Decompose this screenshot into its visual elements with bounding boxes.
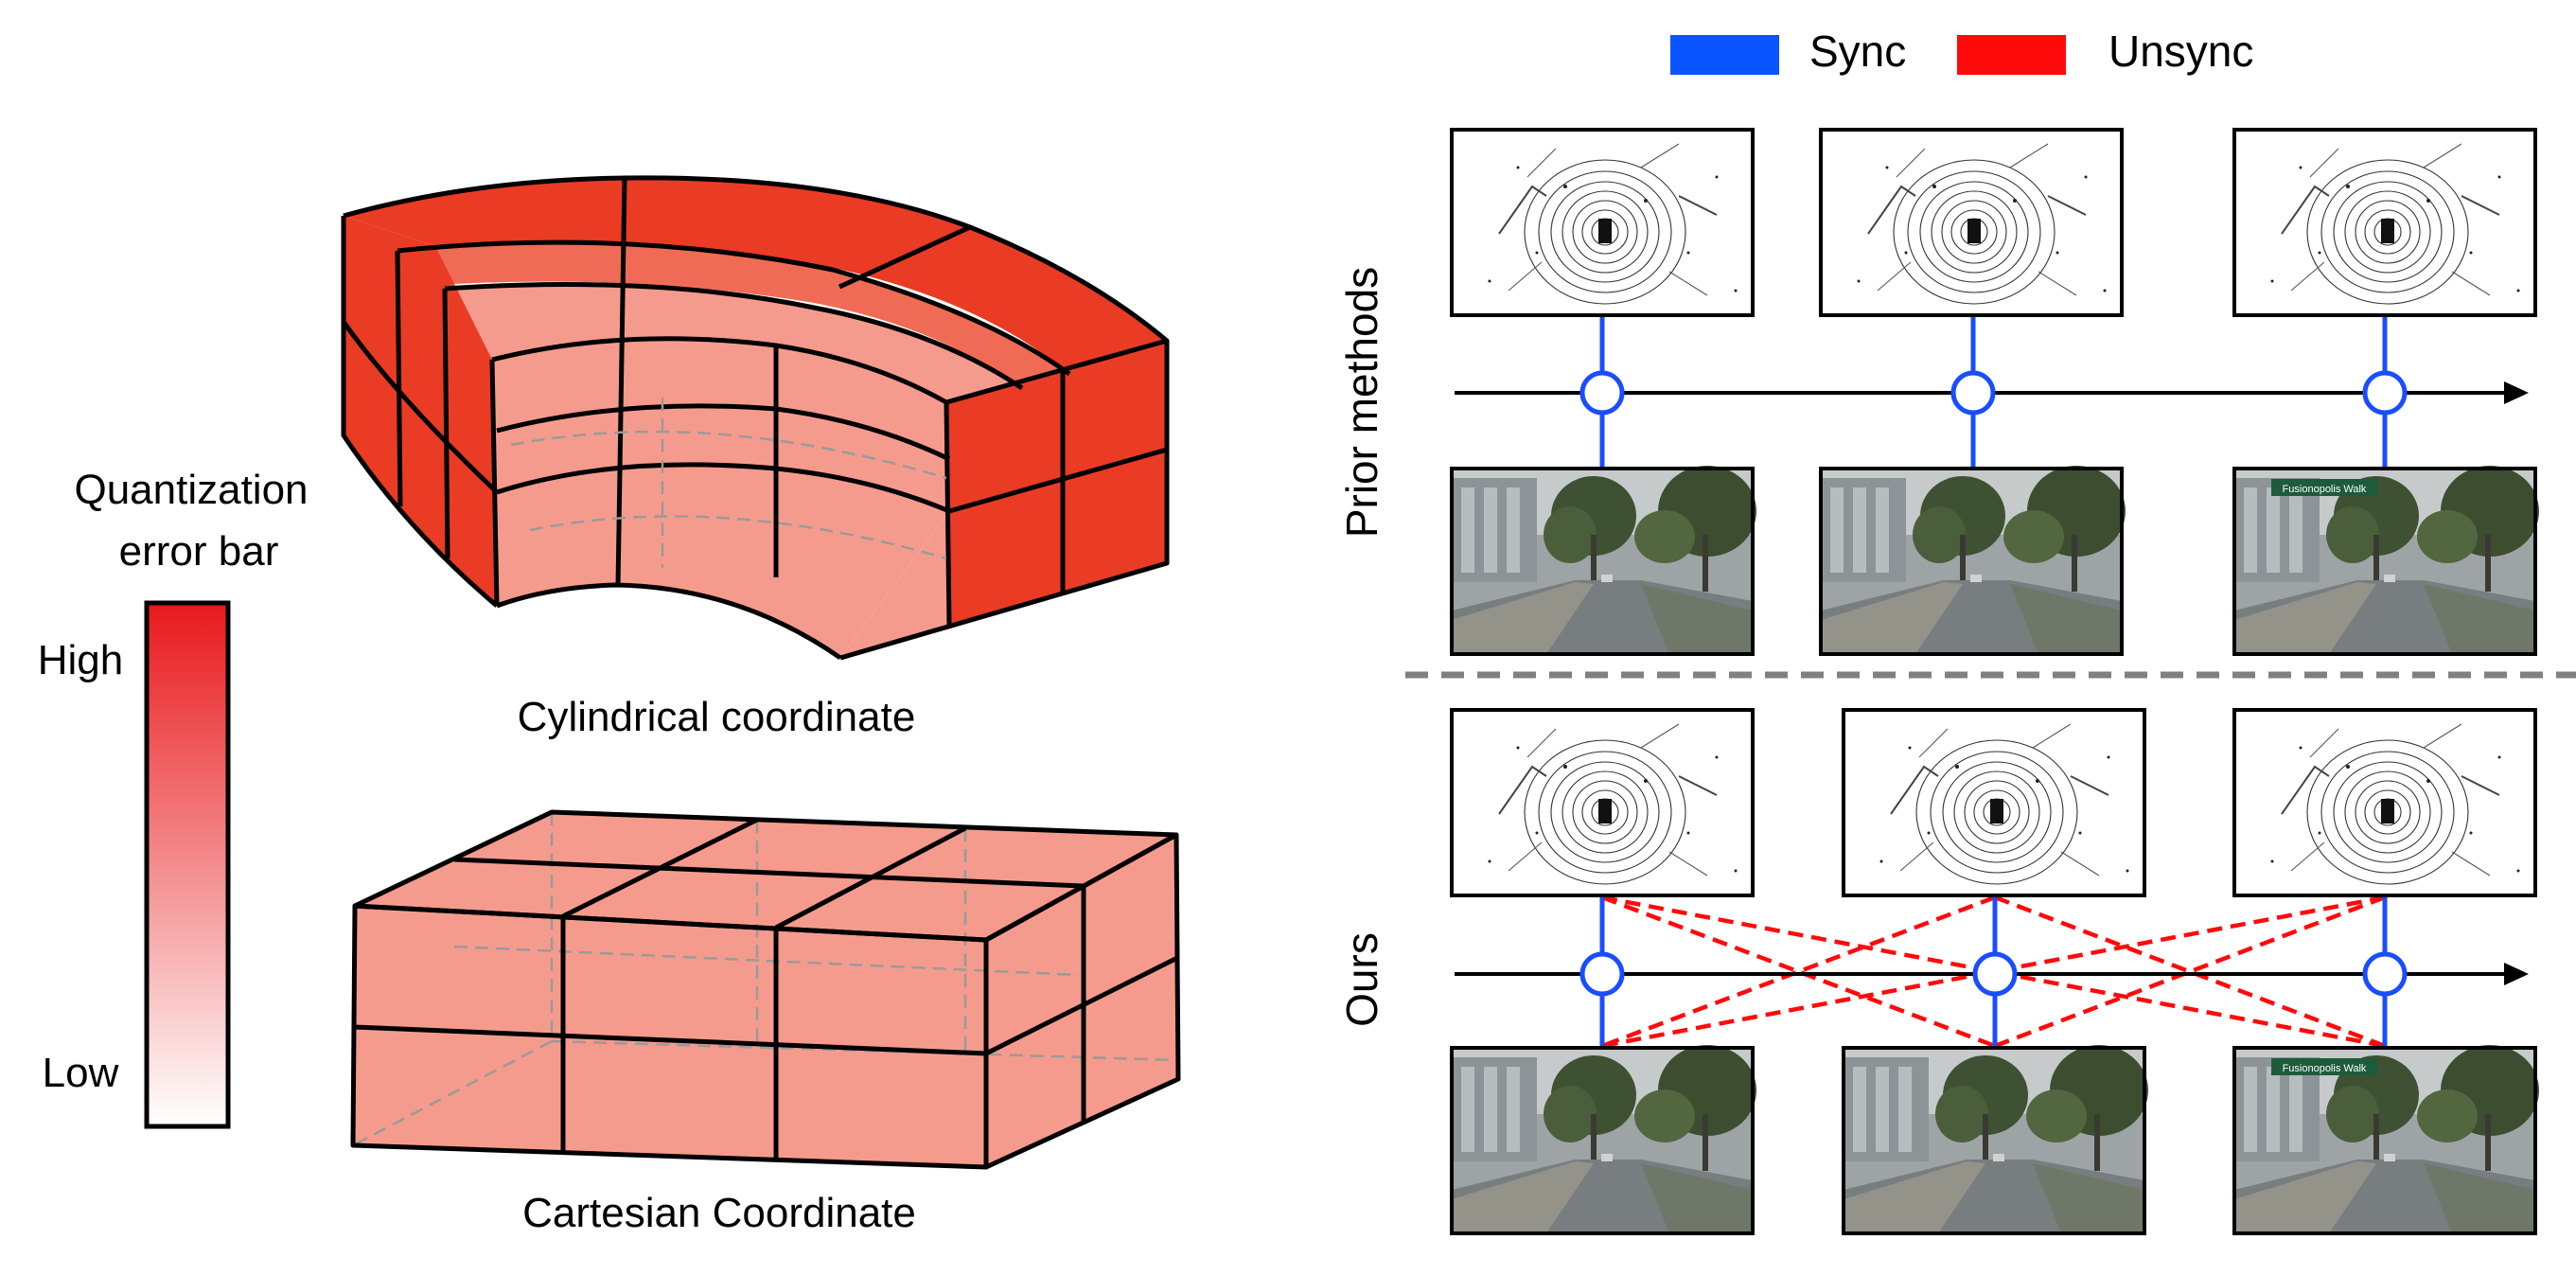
- error-colorbar: Quantization error bar High Low: [38, 467, 309, 1129]
- timeline-arrowhead: [2504, 963, 2529, 985]
- sync-node: [1950, 370, 1996, 416]
- ours-label: Ours: [1337, 932, 1386, 1027]
- cartesian-voxel-grid: [350, 809, 1181, 1170]
- lidar-frame: [2233, 129, 2536, 316]
- ours-timeline: Fusionopolis Walk: [1450, 708, 2539, 1235]
- sync-legend: Sync Unsync: [1670, 27, 2253, 76]
- camera-frame: [1844, 1045, 2148, 1233]
- sync-node: [1579, 951, 1625, 997]
- camera-frame: [1821, 466, 2126, 654]
- sync-node: [2362, 951, 2408, 997]
- colorbar-title-line1: Quantization: [74, 467, 308, 513]
- cylindrical-caption: Cylindrical coordinate: [518, 694, 916, 740]
- colorbar-gradient: [144, 600, 231, 1129]
- prior-methods-timeline: Fusionopolis Walk: [1450, 128, 2539, 656]
- street-sign: Fusionopolis Walk: [2271, 1058, 2377, 1075]
- sync-node: [1579, 370, 1625, 416]
- colorbar-title-line2: error bar: [119, 528, 279, 575]
- timeline-arrowhead: [2504, 381, 2529, 404]
- cylindrical-voxel-grid: [341, 175, 1170, 661]
- colorbar-high-label: High: [38, 637, 124, 683]
- sync-label: Sync: [1809, 27, 1906, 76]
- unsync-links: [1601, 894, 2386, 1049]
- lidar-frame: [1843, 709, 2145, 896]
- sync-swatch: [1670, 35, 1779, 75]
- sync-node: [1972, 951, 2018, 997]
- street-sign: Fusionopolis Walk: [2271, 479, 2377, 496]
- camera-frame: [1452, 466, 1756, 654]
- street-sign-text: Fusionopolis Walk: [2283, 1063, 2367, 1074]
- unsync-label: Unsync: [2108, 27, 2253, 76]
- prior-methods-label: Prior methods: [1337, 267, 1386, 538]
- colorbar-low-label: Low: [43, 1050, 119, 1096]
- lidar-frame: [1451, 129, 1754, 316]
- lidar-frame: [2233, 709, 2536, 896]
- unsync-swatch: [1957, 35, 2066, 75]
- camera-frame: [1452, 1045, 1756, 1233]
- lidar-frame: [1820, 129, 2123, 316]
- sync-node: [2362, 370, 2408, 416]
- lidar-frame: [1451, 709, 1754, 896]
- street-sign-text: Fusionopolis Walk: [2283, 484, 2367, 495]
- cartesian-caption: Cartesian Coordinate: [522, 1190, 916, 1236]
